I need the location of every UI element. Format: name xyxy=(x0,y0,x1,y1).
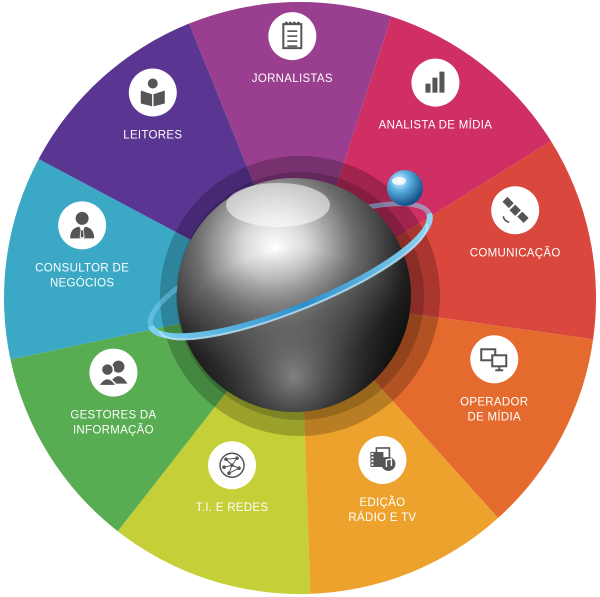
globe-sphere xyxy=(177,178,411,412)
segment-label-edicao: EDIÇÃO RÁDIO E TV xyxy=(348,496,416,524)
segment-label-gestores: GESTORES DA INFORMAÇÃO xyxy=(70,410,156,437)
segment-label-line: COMUNICAÇÃO xyxy=(470,246,561,259)
businessman-icon xyxy=(58,201,107,250)
segment-label-line: LEITORES xyxy=(123,130,182,142)
media-icon xyxy=(358,435,407,484)
segment-label-line: OPERADOR xyxy=(460,396,528,408)
segment-label-line: T.I. E REDES xyxy=(196,502,269,514)
segment-label-ti: T.I. E REDES xyxy=(196,502,269,514)
segment-label-operador: OPERADOR DE MÍDIA xyxy=(460,396,528,423)
segment-jornalistas[interactable] xyxy=(189,2,392,299)
segment-label-line: EDIÇÃO xyxy=(359,496,405,509)
segment-label-line: DE MÍDIA xyxy=(467,410,521,423)
segment-label-line: JORNALISTAS xyxy=(252,73,333,85)
segment-label-analista: ANALISTA DE MÍDIA xyxy=(379,119,493,132)
segment-label-line: NEGÓCIOS xyxy=(50,276,114,289)
segment-label-leitores: LEITORES xyxy=(123,130,182,142)
network-icon xyxy=(208,441,257,490)
orbit-front xyxy=(148,212,433,341)
notepad-icon xyxy=(268,12,317,61)
segment-label-jornalistas: JORNALISTAS xyxy=(252,73,333,85)
people-icon xyxy=(89,348,138,397)
segment-label-line: INFORMAÇÃO xyxy=(73,424,154,437)
monitors-icon xyxy=(470,335,519,384)
segment-label-line: CONSULTOR DE xyxy=(35,262,129,274)
segment-label-consultor: CONSULTOR DE NEGÓCIOS xyxy=(35,262,129,289)
segment-label-line: GESTORES DA xyxy=(70,410,156,422)
orbit-ball xyxy=(387,170,423,206)
segment-label-line: RÁDIO E TV xyxy=(348,511,416,524)
segment-label-line: ANALISTA DE MÍDIA xyxy=(379,119,493,132)
satellite-icon xyxy=(491,186,540,235)
reader-icon xyxy=(128,68,177,117)
bar-chart-icon xyxy=(411,58,460,107)
segment-label-comunicacao: COMUNICAÇÃO xyxy=(470,246,561,259)
